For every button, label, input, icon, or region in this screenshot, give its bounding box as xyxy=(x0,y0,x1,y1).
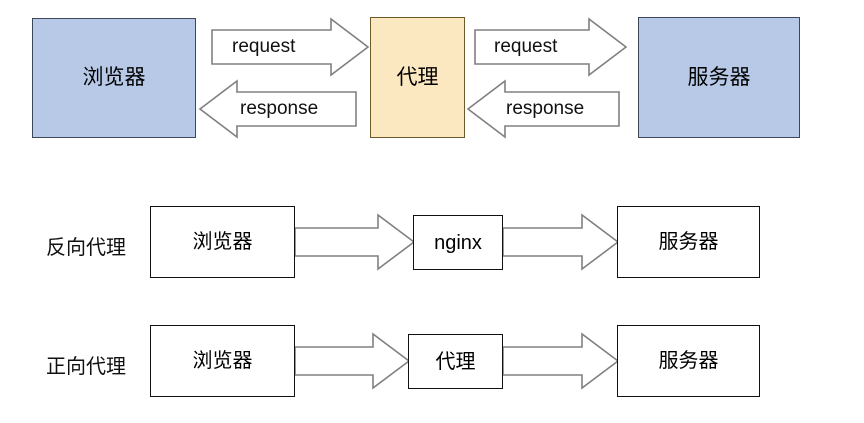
arrow-label-proxy-to-server-request: request xyxy=(494,36,558,57)
node-reverse-nginx[interactable]: nginx xyxy=(413,215,503,270)
node-forward-server-label: 服务器 xyxy=(658,350,719,372)
node-reverse-server[interactable]: 服务器 xyxy=(617,206,760,278)
node-forward-proxy[interactable]: 代理 xyxy=(408,334,503,389)
arrow-label-client-to-proxy-request: request xyxy=(232,36,296,57)
node-forward-proxy-label: 代理 xyxy=(435,350,476,373)
node-reverse-client-label: 浏览器 xyxy=(192,231,253,253)
node-forward-client-label: 浏览器 xyxy=(192,350,253,372)
node-forward-server[interactable]: 服务器 xyxy=(617,325,760,397)
node-forward-client[interactable]: 浏览器 xyxy=(150,325,295,397)
arrow-reverse-client-to-nginx xyxy=(294,213,416,271)
node-top-server[interactable]: 服务器 xyxy=(638,17,800,138)
node-top-proxy[interactable]: 代理 xyxy=(370,17,465,138)
row-label-forward-proxy: 正向代理 xyxy=(46,356,126,378)
arrow-label-server-to-proxy-response: response xyxy=(506,98,585,119)
node-reverse-nginx-label: nginx xyxy=(434,231,482,254)
row-label-reverse-proxy: 反向代理 xyxy=(46,237,126,259)
node-top-client-label: 浏览器 xyxy=(82,66,146,90)
arrow-reverse-nginx-to-server xyxy=(502,213,620,271)
node-top-server-label: 服务器 xyxy=(687,65,751,89)
node-top-client[interactable]: 浏览器 xyxy=(32,18,196,138)
arrow-forward-client-to-proxy xyxy=(294,332,411,390)
node-reverse-client[interactable]: 浏览器 xyxy=(150,206,295,278)
arrow-label-proxy-to-client-response: response xyxy=(240,98,319,119)
node-reverse-server-label: 服务器 xyxy=(658,231,719,253)
arrow-forward-proxy-to-server xyxy=(502,332,620,390)
node-top-proxy-label: 代理 xyxy=(396,65,439,89)
